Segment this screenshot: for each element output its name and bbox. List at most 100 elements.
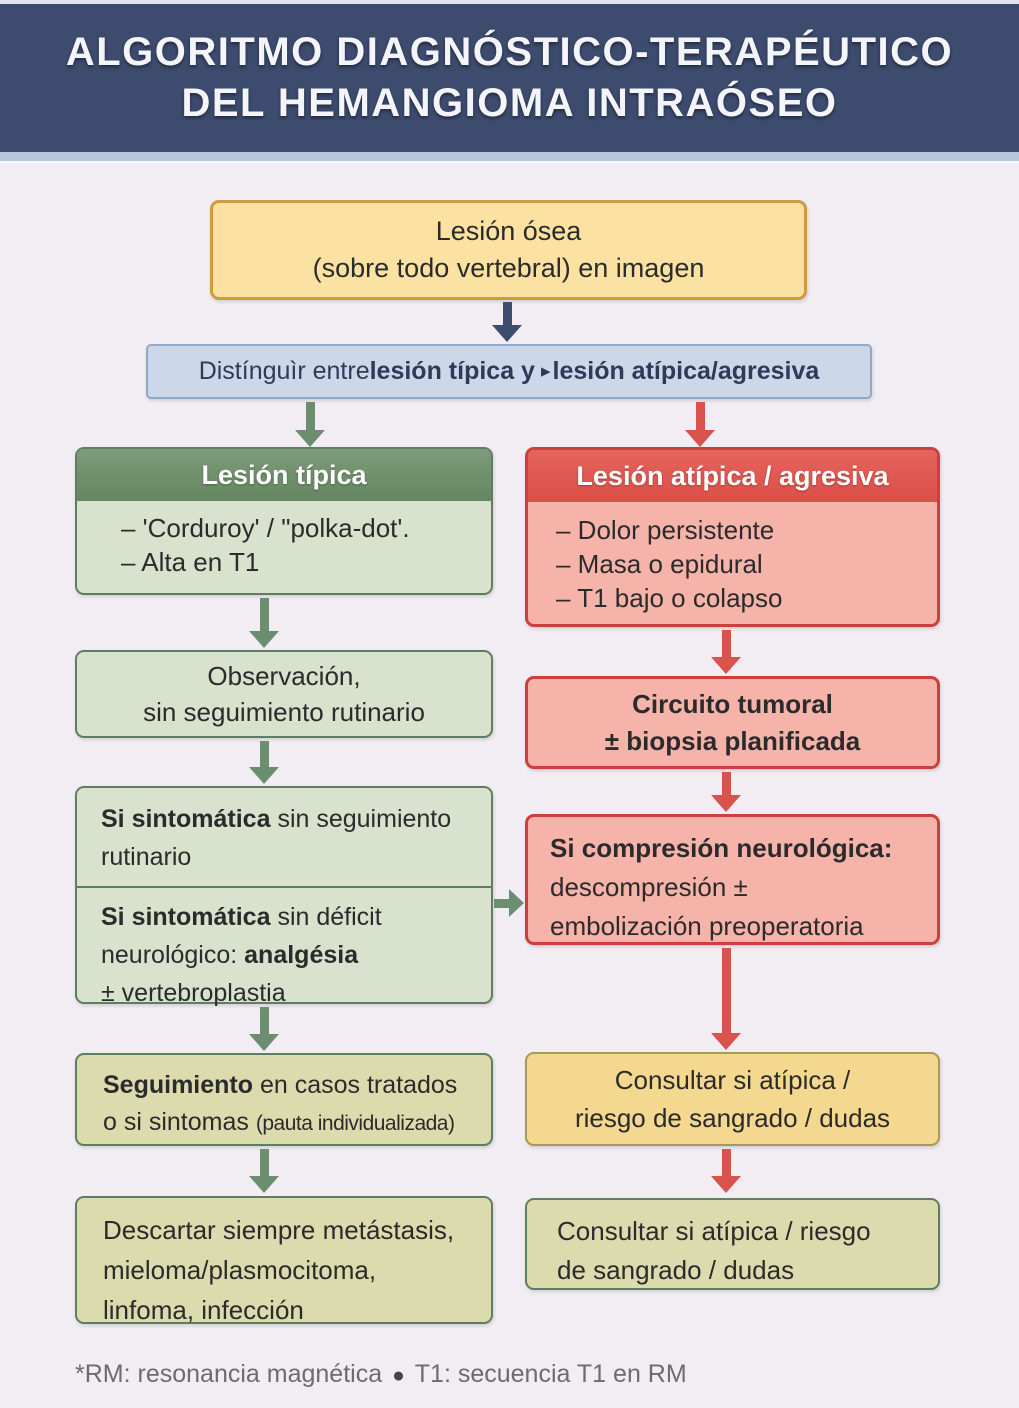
start-node-bone-lesion: Lesión ósea (sobre todo vertebral) en im… [210, 200, 807, 300]
symptomatic-bottom-l1-bold: Si sintomática [101, 903, 271, 931]
consult-primary-node: Consultar si atípica / riesgo de sangrad… [525, 1052, 940, 1146]
ruleout-text: Descartar siempre metástasis, mieloma/pl… [77, 1198, 491, 1338]
followup-rest: en casos tratados [253, 1071, 458, 1099]
arrow-decision-to-typical [295, 402, 325, 447]
arrow-followup-to-ruleout [249, 1149, 279, 1193]
title-banner: ALGORITMO DIAGNÓSTICO-TERAPÉUTICO DEL HE… [0, 0, 1019, 152]
arrow-compression-to-consult [711, 948, 741, 1050]
arrow-head [711, 1176, 741, 1193]
arrow-atypical-to-circuit [711, 630, 741, 674]
arrow-shaft [494, 898, 509, 908]
arrow-typical-to-observation [249, 598, 279, 648]
title-line-1: ALGORITMO DIAGNÓSTICO-TERAPÉUTICO [65, 30, 954, 74]
arrow-head [249, 767, 279, 784]
consult-secondary-node: Consultar si atípica / riesgo de sangrad… [525, 1198, 940, 1290]
atypical-lesion-criteria: – Dolor persistente – Masa o epidural – … [528, 502, 937, 624]
arrow-head [492, 325, 522, 342]
arrow-shaft [259, 1149, 269, 1176]
arrow-head [295, 430, 325, 447]
observation-node: Observación, sin seguimiento rutinario [75, 650, 493, 738]
arrow-shaft [259, 598, 269, 631]
ruleout-line1: Descartar siempre metástasis, [103, 1215, 455, 1245]
ruleout-line2: mieloma/plasmocitoma, [103, 1255, 377, 1285]
footnote-abbrev-t1: T1: secuencia T1 en RM [414, 1360, 687, 1388]
compression-text: Si compresión neurológica: descompresión… [528, 817, 937, 954]
arrow-symptomatic-to-compression [494, 889, 524, 917]
compression-node: Si compresión neurológica: descompresión… [525, 814, 940, 945]
tumor-circuit-node: Circuito tumoral ± biopsia planificada [525, 676, 940, 769]
symptomatic-bottom-line1: Si sintomática sin déficit [101, 898, 481, 936]
criterion-masa: – Masa o epidural [556, 549, 763, 579]
compression-line1: Si compresión neurológica: [550, 833, 893, 863]
ruleout-line3: linfoma, infección [103, 1295, 304, 1325]
symptomatic-top-bold: Si sintomática [101, 805, 271, 833]
arrow-head [685, 430, 715, 447]
arrow-symptomatic-to-followup [249, 1007, 279, 1051]
title-line-2: DEL HEMANGIOMA INTRAÓSEO [181, 81, 838, 125]
followup-line2-text: o si sintomas [103, 1108, 256, 1136]
observation-line2: sin seguimiento rutinario [143, 697, 425, 727]
symptomatic-top-section: Si sintomática sin seguimiento rutinario [77, 788, 491, 886]
bullet-separator-icon: ● [392, 1364, 405, 1387]
symptomatic-top-rest: sin seguimiento rutinario [101, 805, 452, 871]
small-triangle-icon: ▸ [540, 361, 551, 382]
decision-text-typical: lesión típica y [369, 357, 535, 385]
consult-secondary-text: Consultar si atípica / riesgo de sangrad… [527, 1200, 938, 1298]
symptomatic-bottom-line3: ± vertebroplastia [101, 979, 286, 1007]
followup-bold: Seguimiento [103, 1071, 254, 1099]
criterion-corduroy: – 'Corduroy' / "polka-dot'. [121, 513, 410, 543]
arrow-head [711, 795, 741, 812]
arrow-head [711, 657, 741, 674]
arrow-head [249, 1176, 279, 1193]
consult-primary-line2: riesgo de sangrado / dudas [574, 1103, 891, 1133]
arrow-decision-to-atypical [685, 402, 715, 447]
atypical-lesion-box: Lesión atípica / agresiva – Dolor persis… [525, 447, 940, 627]
symptomatic-divider [75, 886, 493, 888]
arrow-observation-to-symptomatic [249, 741, 279, 784]
arrow-start-to-decision [492, 302, 522, 342]
decision-text-prefix: Distínguìr entre [198, 357, 370, 385]
followup-small-note: (pauta individualizada) [255, 1112, 455, 1135]
consult-primary-line1: Consultar si atípica / [614, 1065, 851, 1095]
followup-text: Seguimiento en casos tratados o si sinto… [77, 1055, 491, 1150]
footnote: *RM: resonancia magnética ● T1: secuencia … [75, 1360, 687, 1389]
typical-lesion-box: Lesión típica – 'Corduroy' / "polka-dot'… [75, 447, 493, 595]
followup-node: Seguimiento en casos tratados o si sinto… [75, 1053, 493, 1146]
footnote-abbrev-rm: *RM: resonancia magnética [75, 1360, 383, 1388]
arrow-shaft [502, 302, 512, 325]
atypical-lesion-header: Lesión atípica / agresiva [528, 450, 937, 502]
consult-secondary-line1: Consultar si atípica / riesgo [557, 1216, 871, 1246]
compression-line2: descompresión ± [550, 872, 748, 902]
arrow-head [249, 631, 279, 648]
arrow-head [249, 1034, 279, 1051]
followup-line1: Seguimiento en casos tratados [103, 1067, 483, 1104]
consult-secondary-line2: de sangrado / dudas [557, 1255, 795, 1285]
tumor-circuit-line2: ± biopsia planificada [604, 725, 861, 756]
arrow-shaft [721, 1149, 731, 1176]
symptomatic-node: Si sintomática sin seguimiento rutinario… [75, 786, 493, 1007]
symptomatic-bottom-l1-rest: sin déficit [270, 903, 382, 931]
start-node-line1: Lesión ósea [435, 216, 582, 246]
criterion-t1-bajo: – T1 bajo o colapso [556, 583, 783, 613]
followup-line2: o si sintomas (pauta individualizada) [103, 1104, 483, 1142]
arrow-circuit-to-compression [711, 772, 741, 812]
arrow-shaft [259, 741, 269, 767]
typical-lesion-header: Lesión típica [77, 449, 491, 501]
criterion-dolor: – Dolor persistente [556, 515, 775, 545]
arrow-shaft [721, 772, 731, 795]
decision-node-distinguish: Distínguìr entre ​ lesión típica y ▸ les… [146, 344, 872, 399]
arrow-shaft [259, 1007, 269, 1034]
typical-lesion-criteria: – 'Corduroy' / "polka-dot'. – Alta en T1 [77, 501, 491, 589]
symptomatic-bottom-line2: neurológico: analgésia [101, 936, 481, 974]
symptomatic-bottom-l2-rest: neurológico: [101, 941, 245, 969]
arrow-shaft [721, 630, 731, 657]
title-banner-stripe [0, 152, 1019, 163]
criterion-alta-t1: – Alta en T1 [121, 547, 260, 577]
tumor-circuit-line1: Circuito tumoral [632, 688, 833, 719]
arrow-head [711, 1033, 741, 1050]
arrow-shaft [305, 402, 315, 430]
arrow-shaft [695, 402, 705, 430]
observation-line1: Observación, [207, 661, 361, 691]
symptomatic-bottom-l2-bold: analgésia [244, 941, 359, 969]
